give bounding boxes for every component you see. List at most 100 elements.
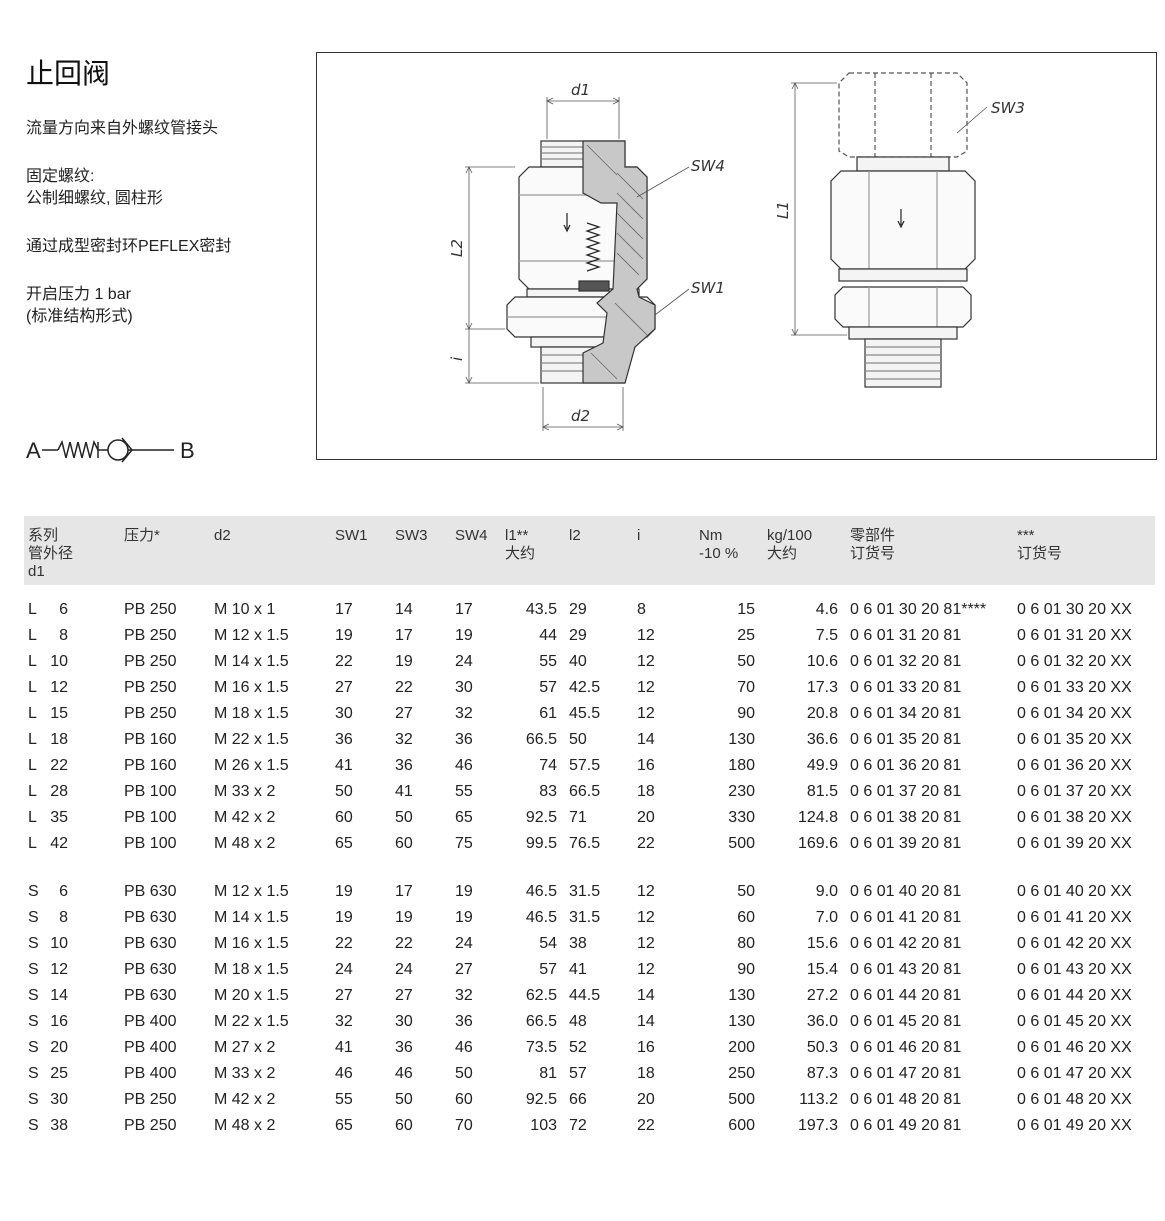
table-cell: PB 630 xyxy=(124,909,177,926)
table-cell: 12 xyxy=(637,627,655,644)
column-header: SW1 xyxy=(331,516,391,585)
table-cell: 61 xyxy=(539,705,557,722)
table-cell: M 48 x 2 xyxy=(214,1117,276,1134)
table-cell: 36 xyxy=(455,1013,473,1030)
table-cell: 0 6 01 38 20 XX xyxy=(1017,809,1132,826)
table-cell: 62.5 xyxy=(525,987,557,1004)
column-header-line: 系列 xyxy=(28,527,59,544)
table-cell: 29 xyxy=(569,627,587,644)
port-b-label: B xyxy=(180,438,195,463)
table-cell: M 22 x 1.5 xyxy=(214,731,289,748)
column-header-line: SW1 xyxy=(335,527,368,544)
table-cell: 65 xyxy=(335,835,353,852)
table-cell: 4.6 xyxy=(815,601,838,618)
table-cell: 0 6 01 39 20 81 xyxy=(850,835,962,852)
table-cell: 55 xyxy=(335,1091,353,1108)
table-cell: 24 xyxy=(455,935,473,952)
table-cell: 0 6 01 46 20 81 xyxy=(850,1039,962,1056)
table-cell: 46.5 xyxy=(525,909,557,926)
table-cell: 0 6 01 44 20 XX xyxy=(1017,987,1132,1004)
table-cell: 330 xyxy=(728,809,755,826)
tube-od: 12 xyxy=(50,961,68,978)
tube-od: 20 xyxy=(50,1039,68,1056)
standard-design-text: (标准结构形式) xyxy=(26,308,133,325)
table-cell: 27 xyxy=(335,679,353,696)
table-cell: 50 xyxy=(737,653,755,670)
tube-od: 12 xyxy=(50,679,68,696)
series-type: S xyxy=(28,1065,39,1082)
table-cell: PB 250 xyxy=(124,653,177,670)
table-cell: 22 xyxy=(637,835,655,852)
table-cell: 15.4 xyxy=(806,961,838,978)
table-cell: 57.5 xyxy=(569,757,601,774)
table-cell: 20 xyxy=(637,809,655,826)
table-cell: 14 xyxy=(637,987,655,1004)
column-header-line: 订货号 xyxy=(1017,545,1063,562)
tube-od: 25 xyxy=(50,1065,68,1082)
table-cell: M 12 x 1.5 xyxy=(214,627,289,644)
table-cell: 36 xyxy=(395,1039,413,1056)
table-cell: 17 xyxy=(395,883,413,900)
table-cell: 54 xyxy=(539,935,557,952)
table-cell: 32 xyxy=(455,705,473,722)
series-type: L xyxy=(28,835,37,852)
table-cell: 50 xyxy=(737,883,755,900)
table-cell: 36 xyxy=(455,731,473,748)
table-cell: 19 xyxy=(335,883,353,900)
table-cell: 7.5 xyxy=(815,627,838,644)
table-cell: 0 6 01 31 20 XX xyxy=(1017,627,1132,644)
thread-description: 公制细螺纹, 圆柱形 xyxy=(26,190,163,207)
table-cell: 65 xyxy=(335,1117,353,1134)
table-cell: 18 xyxy=(637,1065,655,1082)
flow-direction-text: 流量方向来自外螺纹管接头 xyxy=(26,120,219,137)
valve-section-drawing: d1 d2 SW4 SW1 SW3 L2 i L1 xyxy=(448,72,1025,431)
table-cell: 0 6 01 32 20 81 xyxy=(850,653,962,670)
table-cell: 500 xyxy=(728,835,755,852)
column-header: 零部件订货号 xyxy=(846,516,1013,585)
table-cell: 22 xyxy=(395,679,413,696)
series-type: S xyxy=(28,961,39,978)
table-cell: 27 xyxy=(395,705,413,722)
page-title: 止回阀 xyxy=(26,58,111,89)
table-cell: 500 xyxy=(728,1091,755,1108)
table-cell: M 42 x 2 xyxy=(214,809,276,826)
series-type: S xyxy=(28,987,39,1004)
table-cell: 60 xyxy=(455,1091,473,1108)
table-cell: 44 xyxy=(539,627,557,644)
table-cell: PB 630 xyxy=(124,935,177,952)
tube-od: 28 xyxy=(50,783,68,800)
column-header-line: d2 xyxy=(214,527,231,544)
table-cell: 30 xyxy=(455,679,473,696)
table-cell: 0 6 01 47 20 XX xyxy=(1017,1065,1132,1082)
table-cell: 0 6 01 42 20 XX xyxy=(1017,935,1132,952)
table-cell: 16 xyxy=(637,1039,655,1056)
table-cell: 197.3 xyxy=(797,1117,838,1134)
table-cell: 46 xyxy=(395,1065,413,1082)
table-cell: 73.5 xyxy=(525,1039,557,1056)
table-cell: 32 xyxy=(395,731,413,748)
table-cell: PB 100 xyxy=(124,835,177,852)
table-cell: 50 xyxy=(569,731,587,748)
table-cell: M 26 x 1.5 xyxy=(214,757,289,774)
tube-od: 22 xyxy=(50,757,68,774)
table-cell: 76.5 xyxy=(569,835,601,852)
tube-od: 10 xyxy=(50,935,68,952)
table-cell: 0 6 01 41 20 81 xyxy=(850,909,962,926)
table-cell: 14 xyxy=(395,601,413,618)
table-cell: 16 xyxy=(637,757,655,774)
table-cell: M 42 x 2 xyxy=(214,1091,276,1108)
series-type: S xyxy=(28,1039,39,1056)
table-cell: 24 xyxy=(455,653,473,670)
table-cell: 80 xyxy=(737,935,755,952)
column-header: Nm-10 % xyxy=(695,516,763,585)
table-cell: 66.5 xyxy=(569,783,601,800)
